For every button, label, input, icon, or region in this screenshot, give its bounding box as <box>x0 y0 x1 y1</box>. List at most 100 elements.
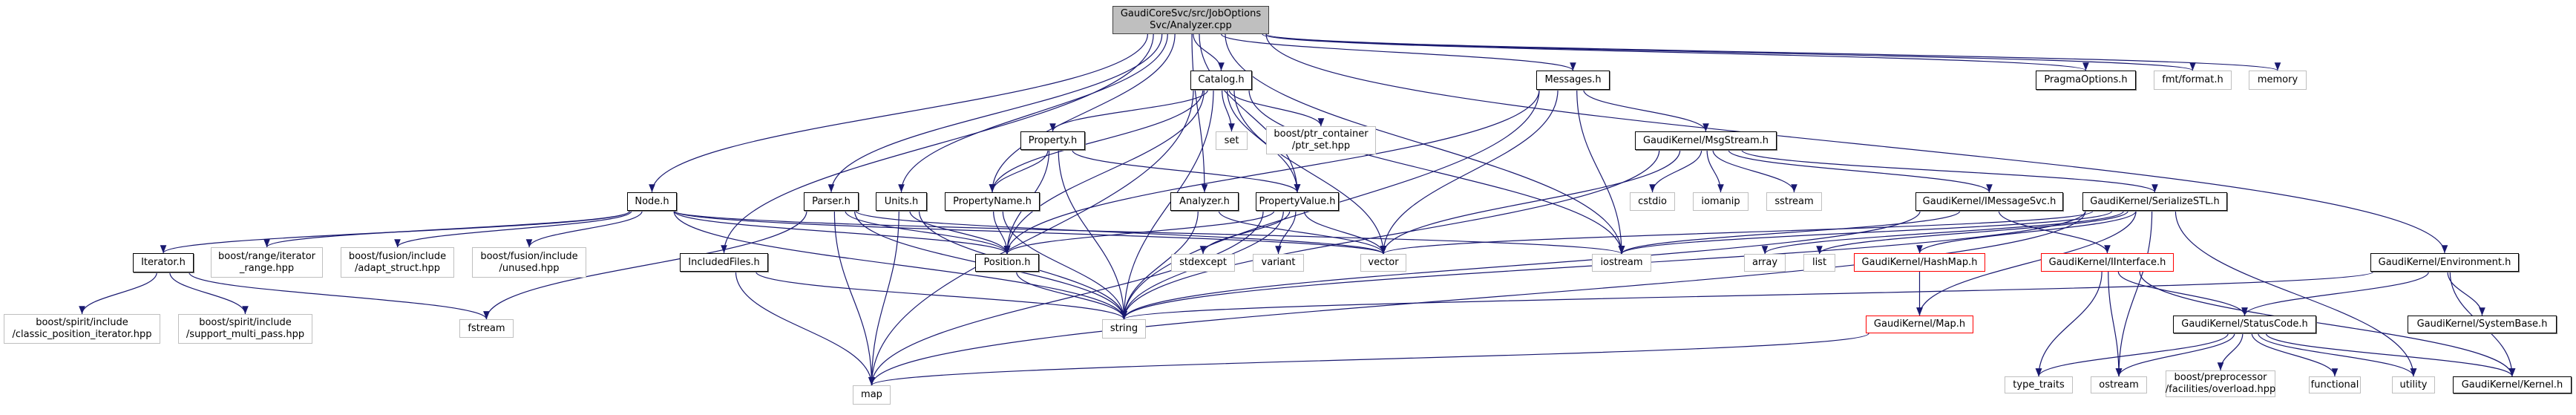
node-maph[interactable]: GaudiKernel/Map.h <box>1866 316 1973 333</box>
node-systembase[interactable]: GaudiKernel/SystemBase.h <box>2408 316 2557 333</box>
node-parser[interactable]: Parser.h <box>804 192 859 211</box>
edge-msgstream-to-cstdio <box>1649 149 1702 193</box>
node-label: functional <box>2310 379 2359 391</box>
edge-propvalue-to-variant <box>1275 210 1297 255</box>
node-multipass[interactable]: boost/spirit/include /support_multi_pass… <box>178 314 312 344</box>
edge-root-to-messages <box>1221 33 1576 71</box>
node-label: GaudiCoreSvc/src/JobOptions Svc/Analyzer… <box>1120 8 1262 31</box>
node-label: PropertyName.h <box>953 195 1032 207</box>
edge-catalog-to-string <box>1121 89 1214 320</box>
edge-node-to-string <box>673 210 1127 320</box>
node-label: GaudiKernel/HashMap.h <box>1861 256 1978 268</box>
node-units[interactable]: Units.h <box>876 192 927 211</box>
edge-iinterface-to-kernel <box>2139 271 2516 377</box>
edge-included-to-map <box>735 271 875 386</box>
node-typetraits[interactable]: type_traits <box>2005 376 2073 393</box>
edge-messages-to-vector <box>1380 89 1559 255</box>
node-label: boost/fusion/include /adapt_struct.hpp <box>348 250 447 274</box>
node-label: boost/ptr_container /ptr_set.hpp <box>1274 128 1369 151</box>
node-adapt[interactable]: boost/fusion/include /adapt_struct.hpp <box>341 247 454 278</box>
node-imsgsvc[interactable]: GaudiKernel/IMessageSvc.h <box>1915 192 2063 211</box>
edge-node-to-vector <box>673 210 1386 255</box>
node-label: GaudiKernel/Map.h <box>1873 318 1966 330</box>
node-iomanip[interactable]: iomanip <box>1693 192 1749 211</box>
node-cstdio[interactable]: cstdio <box>1630 192 1675 211</box>
node-map[interactable]: map <box>853 385 891 405</box>
edge-iterator-to-classicpos <box>79 272 157 315</box>
node-variant[interactable]: variant <box>1253 254 1304 272</box>
node-label: Units.h <box>884 195 919 207</box>
edge-catalog-to-ptrset <box>1228 89 1325 127</box>
node-string[interactable]: string <box>1102 319 1146 339</box>
node-hashmap[interactable]: GaudiKernel/HashMap.h <box>1854 253 1985 272</box>
edge-propname-to-string <box>1002 210 1127 320</box>
node-label: cstdio <box>1638 195 1667 207</box>
edge-parser-to-map <box>833 210 875 386</box>
node-label: IncludedFiles.h <box>688 256 760 268</box>
edge-property-to-propvalue <box>1072 149 1301 193</box>
node-propvalue[interactable]: PropertyValue.h <box>1256 192 1339 211</box>
node-catalog[interactable]: Catalog.h <box>1190 71 1252 90</box>
node-label: iomanip <box>1701 195 1740 207</box>
edge-root-to-propname <box>989 33 1176 193</box>
edge-catalog-to-set <box>1222 89 1235 132</box>
node-iinterface[interactable]: GaudiKernel/IInterface.h <box>2041 253 2174 272</box>
node-label: map <box>861 389 882 400</box>
node-label: vector <box>1368 257 1399 268</box>
node-fstream[interactable]: fstream <box>459 319 514 338</box>
edge-root-to-memory <box>1265 33 2281 71</box>
edge-statuscode-to-ostream <box>2115 333 2235 377</box>
node-iostream[interactable]: iostream <box>1592 254 1651 272</box>
edge-imsgsvc-to-string <box>1121 210 1921 320</box>
node-label: Parser.h <box>812 195 851 207</box>
node-sstream[interactable]: sstream <box>1766 192 1822 211</box>
node-position[interactable]: Position.h <box>975 254 1039 272</box>
node-serialize[interactable]: GaudiKernel/SerializeSTL.h <box>2082 192 2227 211</box>
edge-parser-to-position <box>845 210 1011 255</box>
node-kernel[interactable]: GaudiKernel/Kernel.h <box>2453 376 2572 393</box>
node-environment[interactable]: GaudiKernel/Environment.h <box>2370 253 2519 272</box>
edge-propvalue-to-stdexcept <box>1199 210 1291 255</box>
node-overload[interactable]: boost/preprocessor /facilities/overload.… <box>2166 370 2275 397</box>
node-classicpos[interactable]: boost/spirit/include /classic_position_i… <box>4 314 160 344</box>
node-pragma[interactable]: PragmaOptions.h <box>2036 71 2136 90</box>
node-messages[interactable]: Messages.h <box>1536 71 1610 90</box>
edge-catalog-to-property <box>1049 89 1208 132</box>
node-included[interactable]: IncludedFiles.h <box>680 253 768 272</box>
node-label: Catalog.h <box>1198 74 1245 85</box>
edge-root-to-analyzerh <box>1191 33 1208 193</box>
node-msgstream[interactable]: GaudiKernel/MsgStream.h <box>1635 131 1777 150</box>
node-label: list <box>1812 257 1827 268</box>
node-iterator[interactable]: Iterator.h <box>133 253 194 272</box>
node-vector[interactable]: vector <box>1360 254 1406 272</box>
node-utility[interactable]: utility <box>2392 376 2435 393</box>
node-memory[interactable]: memory <box>2249 71 2307 90</box>
node-itrange[interactable]: boost/range/iterator _range.hpp <box>211 247 323 278</box>
node-ostream[interactable]: ostream <box>2091 376 2147 393</box>
edge-msgstream-to-string <box>1121 149 1660 320</box>
node-stdexcept[interactable]: stdexcept <box>1171 254 1235 272</box>
edge-units-to-position <box>909 210 1011 255</box>
node-statuscode[interactable]: GaudiKernel/StatusCode.h <box>2173 316 2316 333</box>
node-functional[interactable]: functional <box>2309 376 2361 393</box>
node-list[interactable]: list <box>1803 254 1835 272</box>
node-label: PropertyValue.h <box>1259 195 1336 207</box>
node-propname[interactable]: PropertyName.h <box>945 192 1040 211</box>
edge-root-to-pragma <box>1262 33 2089 71</box>
node-ptrset[interactable]: boost/ptr_container /ptr_set.hpp <box>1266 126 1376 154</box>
node-label: set <box>1224 134 1239 146</box>
edge-node-to-itrange <box>263 210 631 248</box>
node-set[interactable]: set <box>1216 131 1248 150</box>
edge-propvalue-to-vector <box>1303 210 1387 255</box>
node-fmt[interactable]: fmt/format.h <box>2154 71 2232 90</box>
node-label: PragmaOptions.h <box>2044 74 2128 85</box>
node-property[interactable]: Property.h <box>1020 131 1085 150</box>
node-analyzerh[interactable]: Analyzer.h <box>1170 192 1239 211</box>
node-node[interactable]: Node.h <box>627 192 677 211</box>
node-array[interactable]: array <box>1744 254 1786 272</box>
edge-serialize-to-vector <box>1380 210 2094 255</box>
node-unused[interactable]: boost/fusion/include /unused.hpp <box>472 247 586 278</box>
node-label: GaudiKernel/Kernel.h <box>2461 379 2563 391</box>
edge-imsgsvc-to-iostream <box>1618 210 1961 255</box>
